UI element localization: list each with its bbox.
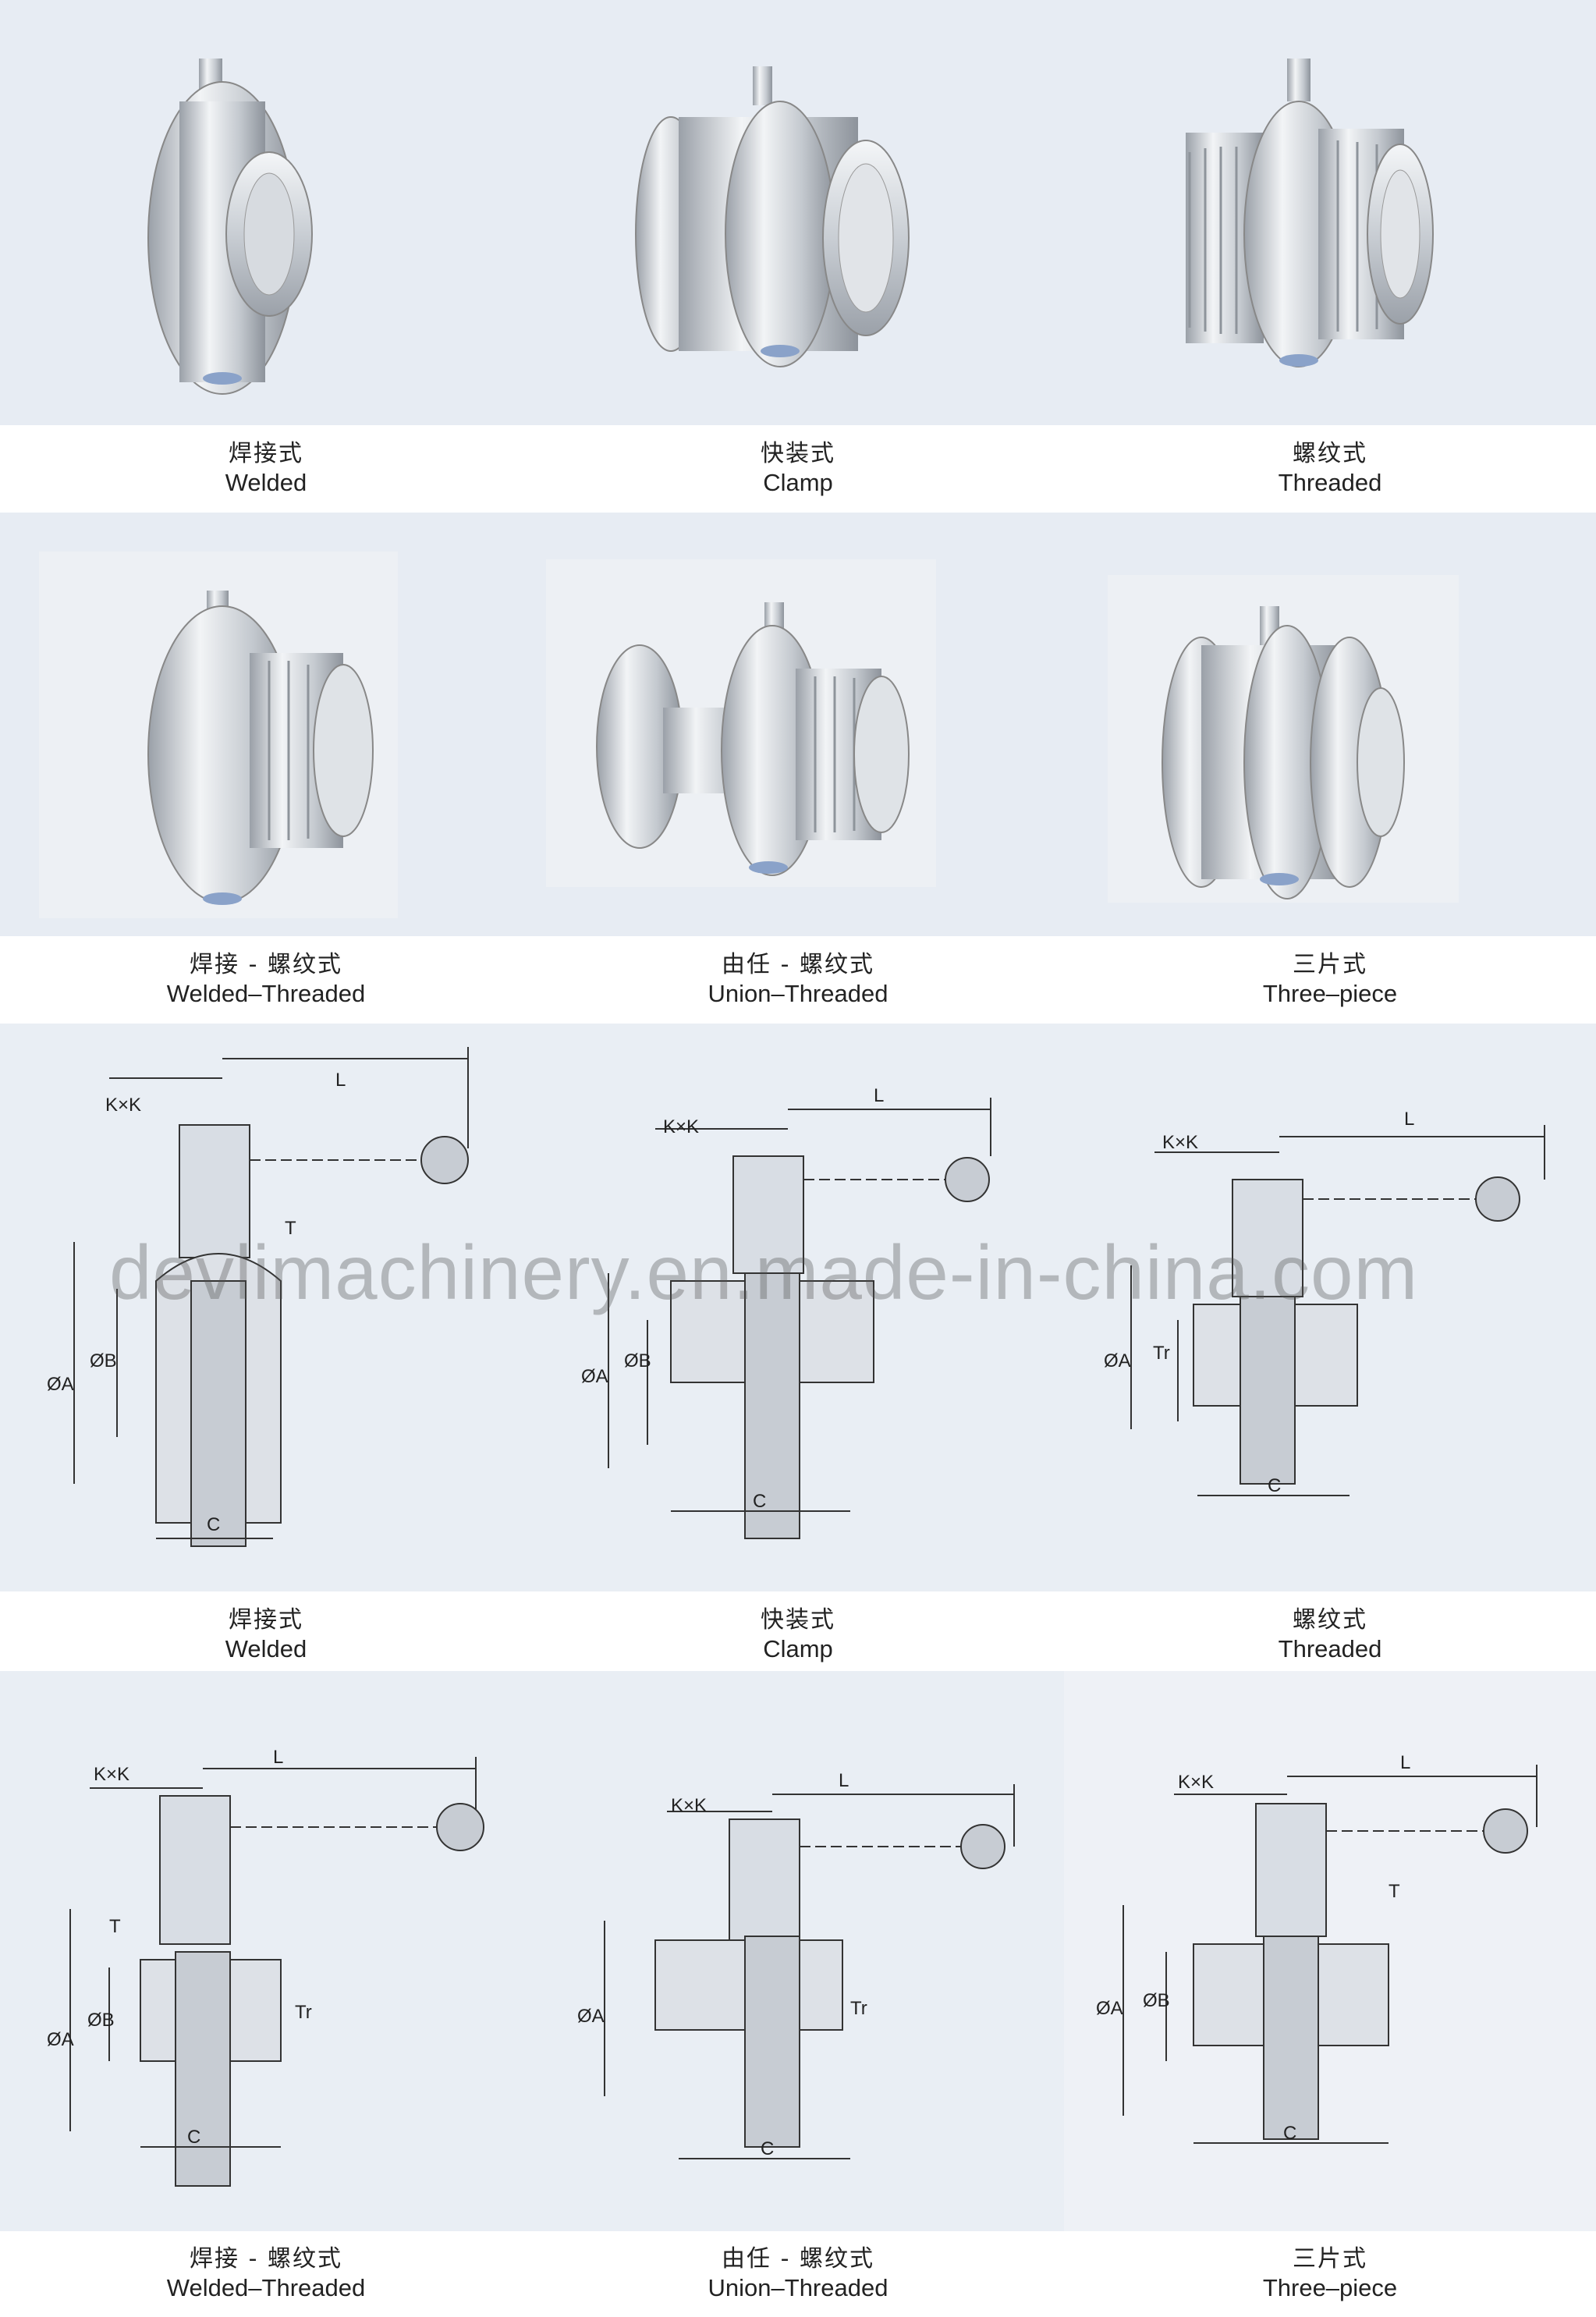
drawing-cell-welded-threaded [0, 1671, 532, 2231]
caption-clamp: 快装式 Clamp [532, 425, 1064, 513]
caption-en: Welded–Threaded [166, 980, 366, 1008]
caption-welded-threaded: 焊接 - 螺纹式 Welded–Threaded [0, 936, 532, 1024]
technical-drawings-row-3: K×K L T ØA ØB C K×K L ØA ØB C [47, 1047, 1545, 1547]
caption-welded: 焊接式 Welded [0, 1591, 532, 1679]
caption-zh: 焊接式 [229, 1606, 303, 1634]
clamp-valve-photo [635, 66, 910, 367]
caption-row-3: 焊接式 Welded 快装式 Clamp 螺纹式 Threaded [0, 1591, 1596, 1679]
caption-zh: 由任 - 螺纹式 [722, 2245, 874, 2273]
caption-en: Welded [225, 1635, 307, 1663]
dim-tr: Tr [295, 2002, 312, 2023]
dim-kxk: K×K [105, 1095, 141, 1116]
drawing-row-3: K×K L T ØA ØB C K×K L ØA ØB C [0, 1024, 1596, 1591]
photo-row-1 [0, 0, 1596, 425]
dim-kxk: K×K [1162, 1132, 1198, 1153]
caption-en: Three–piece [1262, 980, 1398, 1008]
dim-l: L [839, 1770, 849, 1791]
dim-l: L [1400, 1752, 1410, 1773]
caption-zh: 快装式 [761, 440, 835, 468]
welded-drawing: K×K L T ØA ØB C [47, 1047, 469, 1547]
clamp-drawing: K×K L ØA ØB C [581, 1085, 991, 1539]
caption-row-4: 焊接 - 螺纹式 Welded–Threaded 由任 - 螺纹式 Union–… [0, 2231, 1596, 2317]
dim-a: ØA [581, 1366, 608, 1387]
dim-c: C [207, 1514, 220, 1535]
dim-a: ØA [47, 2029, 74, 2050]
dim-b: ØB [87, 2010, 115, 2031]
caption-three-piece: 三片式 Three–piece [1064, 936, 1596, 1024]
dim-c: C [1268, 1475, 1281, 1496]
three-piece-valve-photo [1162, 606, 1405, 899]
threaded-valve-photo [1186, 59, 1434, 367]
caption-threaded: 螺纹式 Threaded [1064, 425, 1596, 513]
dim-a: ØA [1104, 1350, 1131, 1371]
caption-en: Clamp [763, 469, 833, 497]
dim-l: L [273, 1747, 283, 1768]
three-piece-drawing: K×K L T ØA ØB C [1096, 1752, 1537, 2144]
caption-zh: 螺纹式 [1293, 440, 1367, 468]
dim-kxk: K×K [663, 1116, 699, 1137]
dim-t: T [1389, 1881, 1400, 1902]
dim-c: C [761, 2138, 774, 2159]
welded-threaded-valve-photo [147, 591, 374, 905]
welded-threaded-drawing: K×K L T ØA ØB Tr C [47, 1747, 484, 2187]
dim-l: L [335, 1070, 346, 1091]
threaded-drawing: K×K L ØA Tr C [1104, 1109, 1545, 1496]
valve-photos-row-2 [39, 552, 1459, 918]
union-threaded-valve-photo [596, 602, 910, 876]
dim-a: ØA [577, 2006, 605, 2027]
caption-welded-threaded: 焊接 - 螺纹式 Welded–Threaded [0, 2231, 532, 2317]
caption-en: Union–Threaded [708, 980, 888, 1008]
caption-zh: 焊接 - 螺纹式 [190, 951, 342, 979]
caption-zh: 快装式 [761, 1606, 835, 1634]
caption-row-1: 焊接式 Welded 快装式 Clamp 螺纹式 Threaded [0, 425, 1596, 513]
caption-zh: 螺纹式 [1293, 1606, 1367, 1634]
dim-b: ØB [1143, 1990, 1170, 2011]
dim-b: ØB [624, 1350, 651, 1371]
dim-c: C [187, 2127, 200, 2148]
dim-kxk: K×K [671, 1795, 707, 1816]
caption-zh: 三片式 [1293, 951, 1367, 979]
caption-row-2: 焊接 - 螺纹式 Welded–Threaded 由任 - 螺纹式 Union–… [0, 936, 1596, 1024]
caption-en: Threaded [1278, 469, 1382, 497]
technical-drawings-row-4: K×K L T ØA ØB Tr C K×K L ØA Tr C K×K L [47, 1747, 1537, 2187]
caption-en: Welded [225, 469, 307, 497]
caption-welded: 焊接式 Welded [0, 425, 532, 513]
caption-en: Three–piece [1262, 2274, 1398, 2302]
caption-union-threaded: 由任 - 螺纹式 Union–Threaded [532, 2231, 1064, 2317]
dim-l: L [1404, 1109, 1414, 1130]
dim-c: C [1283, 2123, 1296, 2144]
caption-threaded: 螺纹式 Threaded [1064, 1591, 1596, 1679]
dim-tr: Tr [850, 1998, 867, 2019]
watermark: devlimachinery.en.made-in-china.com [109, 1229, 1419, 1315]
caption-zh: 由任 - 螺纹式 [722, 951, 874, 979]
caption-union-threaded: 由任 - 螺纹式 Union–Threaded [532, 936, 1064, 1024]
dim-kxk: K×K [1178, 1772, 1214, 1793]
caption-three-piece: 三片式 Three–piece [1064, 2231, 1596, 2317]
caption-en: Clamp [763, 1635, 833, 1663]
caption-zh: 焊接式 [229, 440, 303, 468]
dim-b: ØB [90, 1350, 117, 1371]
dim-t: T [109, 1916, 121, 1937]
valve-photos-row-1 [147, 59, 1434, 395]
dim-tr: Tr [1153, 1343, 1170, 1364]
caption-clamp: 快装式 Clamp [532, 1591, 1064, 1679]
caption-en: Welded–Threaded [166, 2274, 366, 2302]
dim-a: ØA [47, 1374, 74, 1395]
caption-zh: 三片式 [1293, 2245, 1367, 2273]
caption-en: Union–Threaded [708, 2274, 888, 2302]
dim-c: C [753, 1491, 766, 1512]
caption-en: Threaded [1278, 1635, 1382, 1663]
photo-row-2 [0, 513, 1596, 936]
dim-t: T [285, 1218, 296, 1239]
dim-l: L [874, 1085, 884, 1106]
welded-valve-photo [147, 59, 313, 395]
union-threaded-drawing: K×K L ØA Tr C [577, 1770, 1015, 2159]
caption-zh: 焊接 - 螺纹式 [190, 2245, 342, 2273]
dim-kxk: K×K [94, 1764, 129, 1785]
dim-a: ØA [1096, 1998, 1123, 2019]
